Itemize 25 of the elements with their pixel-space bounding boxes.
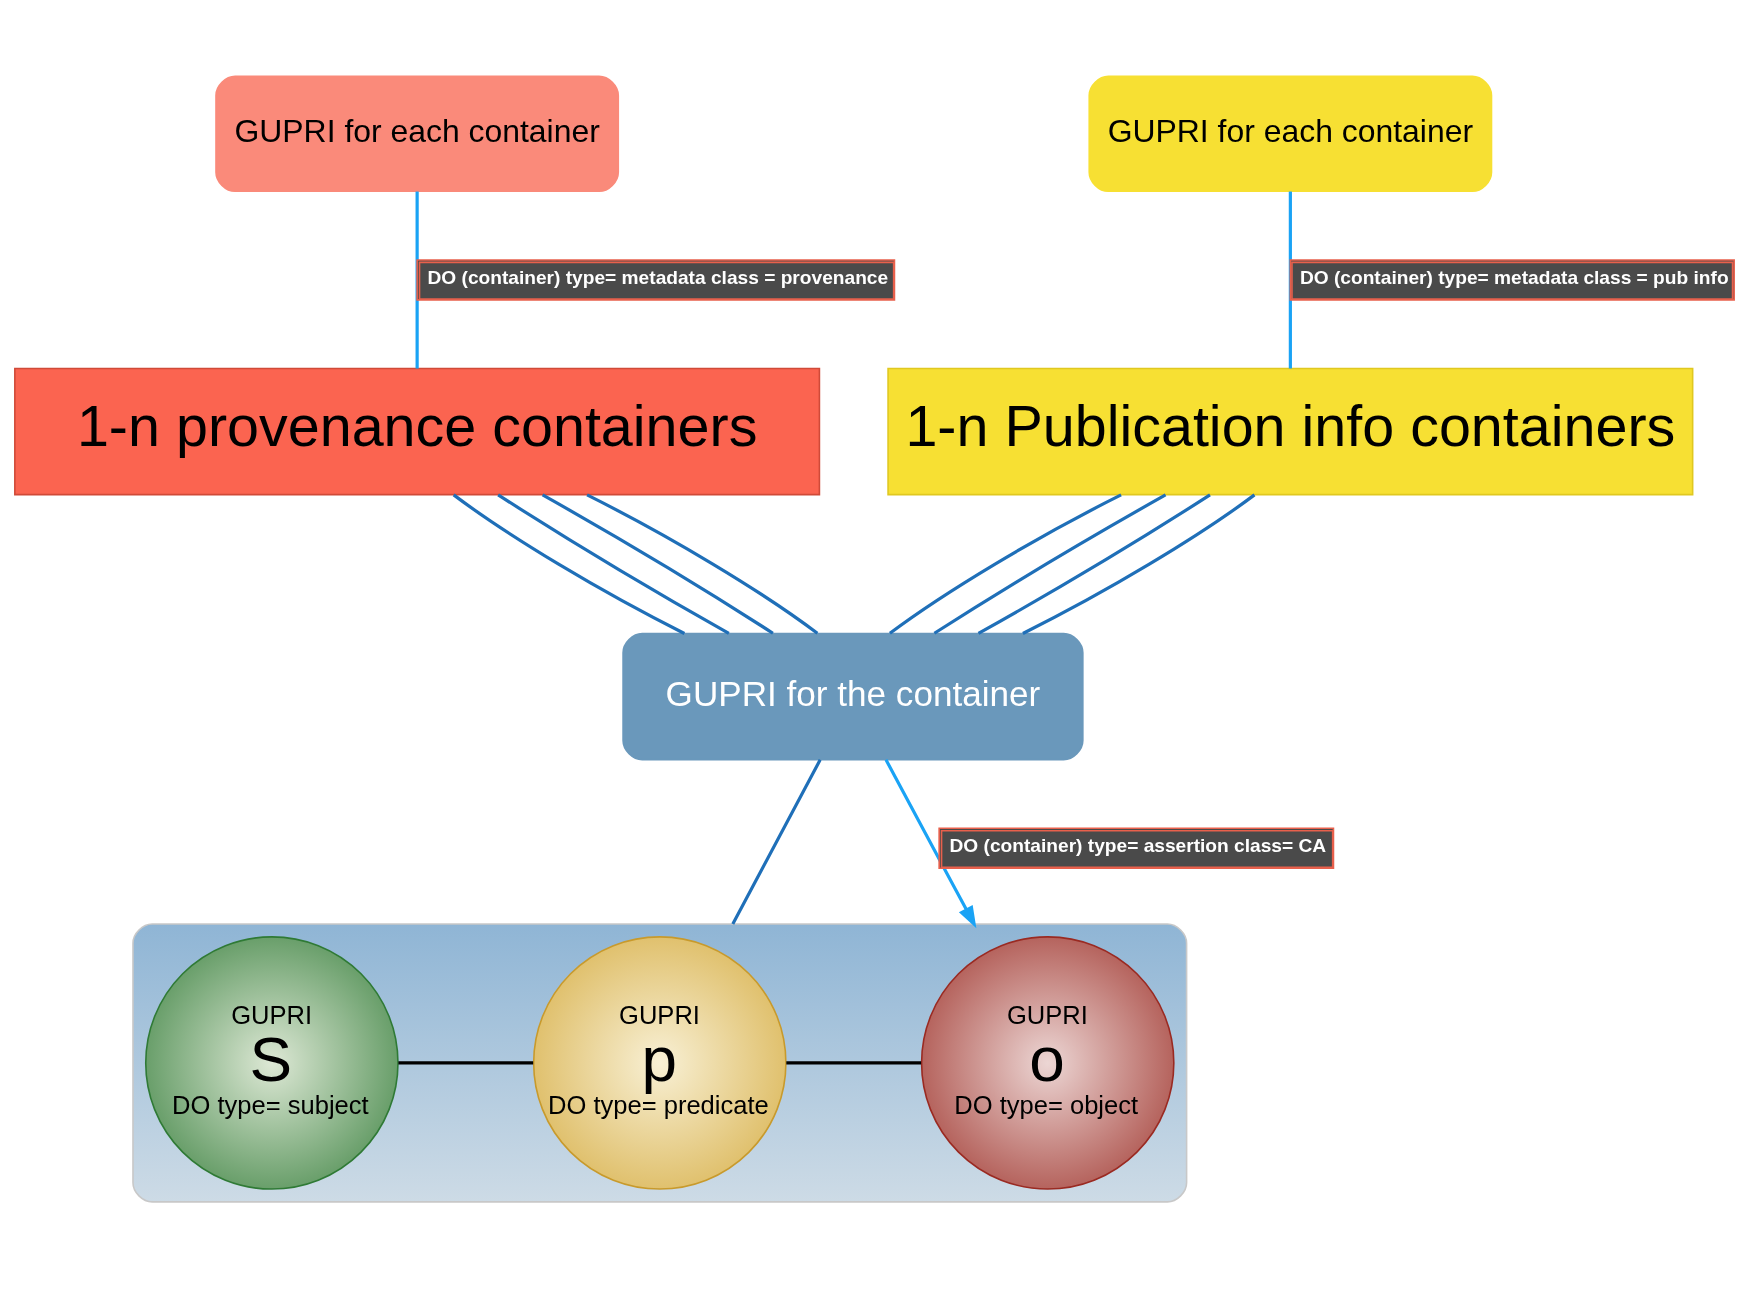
node-box: GUPRI for the container (622, 632, 1084, 761)
connector (1022, 493, 1256, 635)
node-box: 1-n Publication info containers (887, 367, 1694, 496)
node-box: GUPRI for each container (215, 75, 620, 193)
node-circle: GUPRI p DO type= predicate (532, 936, 787, 1190)
node-box: 1-n provenance containers (14, 367, 821, 496)
connector (977, 493, 1211, 635)
arrow (884, 759, 977, 929)
connector (452, 493, 686, 635)
connector (731, 759, 822, 925)
connector (497, 493, 730, 635)
edge-label: DO (container) type= metadata class = provenance (427, 267, 889, 289)
connector (889, 493, 1122, 635)
node-circle: GUPRI o DO type= object (920, 936, 1175, 1190)
edge-label: DO (container) type= assertion class= CA (949, 835, 1327, 857)
connector (541, 493, 774, 635)
connector (586, 493, 819, 635)
edge-label: DO (container) type= metadata class = pub info (1299, 267, 1729, 289)
connector (786, 1061, 922, 1065)
cluster (132, 923, 1188, 1203)
connector (933, 493, 1167, 635)
connector (1288, 191, 1292, 369)
connector (398, 1061, 534, 1065)
node-circle: GUPRI S DO type= subject (144, 936, 399, 1190)
node-box: GUPRI for each container (1088, 75, 1493, 193)
